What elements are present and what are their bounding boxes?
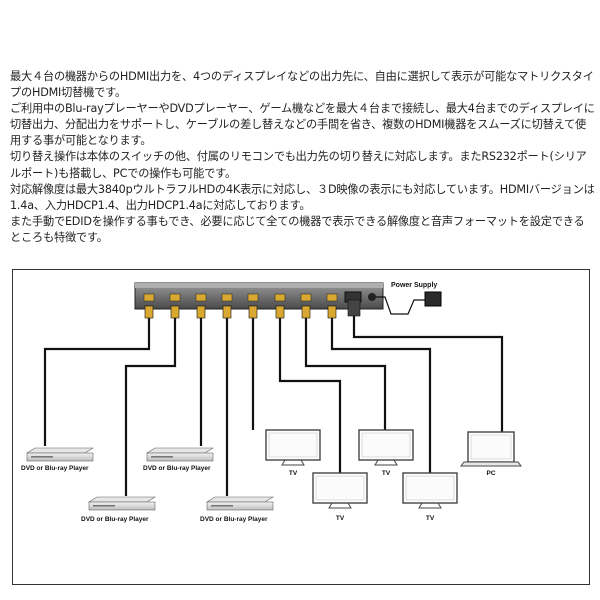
cable-output-2 [278,318,342,473]
source-device-4: DVD or Blu-ray Player [200,496,275,523]
source-device-1: DVD or Blu-ray Player [21,447,95,472]
pc-laptop: PC [460,431,522,477]
cable-output-3 [304,318,387,430]
power-supply-label: Power Supply [391,282,437,289]
dvd-player-icon [206,501,274,511]
description-paragraph-5: また手動でEDIDを操作する事もでき、必要に応じて全ての機器で表示できる解像度と… [10,214,585,244]
tv-label-3: TV [336,515,345,522]
cable-output-4 [330,318,432,473]
description-paragraph-2: ご利用中のBlu-rayプレーヤーやDVDプレーヤー、ゲーム機などを最大４台まで… [10,102,595,148]
tv-label-4: TV [426,515,435,522]
description-paragraph-3: 切り替え操作は本体のスイッチの他、付属のリモコンでも出力先の切り替えに対応します… [10,150,587,180]
display-tv-2: TV [358,429,414,477]
description-paragraph-1: 最大４台の機器からのHDMI出力を、4つのディスプレイなどの出力先に、自由に選択… [10,70,594,100]
tv-label-1: TV [289,470,298,477]
display-tv-3: TV [312,472,368,522]
power-supply: Power Supply [376,282,442,315]
power-jack [368,293,376,301]
hdmi-ports [143,293,338,302]
source-device-3: DVD or Blu-ray Player [81,496,157,523]
dvd-player-icon [146,452,214,462]
product-description: 最大４台の機器からのHDMI出力を、4つのディスプレイなどの出力先に、自由に選択… [10,69,595,246]
power-adapter-icon [424,291,442,307]
connection-diagram-svg: Power Supply DVD or Blu-ray Player DVD o… [21,282,522,523]
source-label-1: DVD or Blu-ray Player [21,465,89,472]
cable-rs232 [352,316,504,432]
pc-label: PC [486,470,495,477]
hdmi-matrix-switch [134,282,384,310]
cable-input-1 [43,318,151,446]
source-label-3: DVD or Blu-ray Player [81,516,149,523]
source-label-4: DVD or Blu-ray Player [200,516,268,523]
source-device-2: DVD or Blu-ray Player [143,447,215,472]
description-paragraph-4: 対応解像度は最大3840pウルトラフルHDの4K表示に対応し、３D映像の表示にも… [10,182,595,212]
dvd-player-icon [88,501,156,511]
connection-diagram: Power Supply DVD or Blu-ray Player DVD o… [12,269,590,585]
display-tv-4: TV [402,472,458,522]
tv-label-2: TV [382,470,391,477]
hdmi-cables [43,316,504,496]
cable-plugs [144,299,361,319]
display-tv-1: TV [265,429,321,477]
dvd-player-icon [26,452,94,462]
cable-input-2 [124,318,177,496]
source-label-2: DVD or Blu-ray Player [143,465,211,472]
